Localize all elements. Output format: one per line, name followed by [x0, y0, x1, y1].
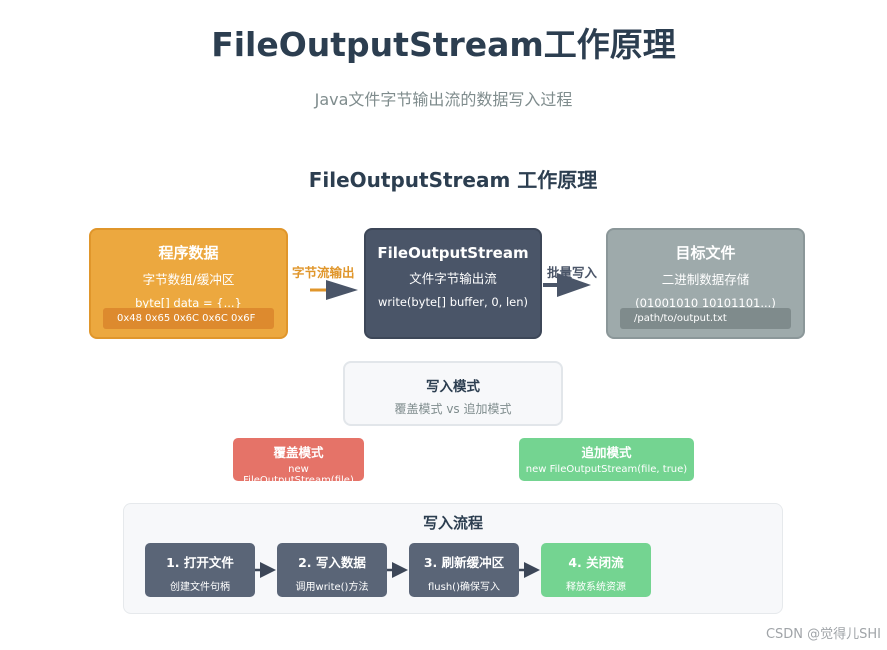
- flow-step-open-file: 1. 打开文件 创建文件句柄: [145, 543, 255, 597]
- flow-step-desc: 释放系统资源: [566, 582, 626, 593]
- section-title: FileOutputStream 工作原理: [308, 168, 598, 192]
- flow-step-close-stream: 4. 关闭流 释放系统资源: [541, 543, 651, 597]
- overwrite-mode-code: new FileOutputStream(file): [243, 464, 354, 486]
- flow-step-desc: 调用write()方法: [295, 582, 369, 593]
- flow-arrow-2: [387, 562, 408, 578]
- subtitle: Java文件字节输出流的数据写入过程: [314, 90, 573, 109]
- overwrite-mode-title: 覆盖模式: [273, 445, 324, 460]
- stream-title: FileOutputStream: [377, 244, 529, 262]
- flow-step-title: 3. 刷新缓冲区: [423, 555, 505, 570]
- watermark: CSDN @觉得儿SHI: [765, 627, 881, 642]
- flow-arrow-3: [519, 562, 540, 578]
- stream-subtitle: 文件字节输出流: [409, 271, 497, 286]
- flow-arrow-1: [255, 562, 276, 578]
- write-flow-title: 写入流程: [422, 514, 483, 532]
- append-mode-box: 追加模式 new FileOutputStream(file, true): [519, 438, 694, 481]
- flow-step-desc: flush()确保写入: [428, 582, 500, 593]
- stream-code: write(byte[] buffer, 0, len): [377, 295, 529, 309]
- write-mode-card: 写入模式 覆盖模式 vs 追加模式: [343, 361, 563, 426]
- file-output-stream-box: FileOutputStream 文件字节输出流 write(byte[] bu…: [364, 228, 542, 339]
- append-mode-title: 追加模式: [581, 445, 632, 460]
- target-path-strip: /path/to/output.txt: [620, 308, 791, 329]
- flow-step-title: 1. 打开文件: [166, 555, 234, 570]
- batch-write-arrow: [543, 273, 591, 297]
- append-mode-code: new FileOutputStream(file, true): [525, 464, 688, 475]
- target-subtitle: 二进制数据存储: [661, 272, 750, 287]
- program-data-code: byte[] data = {...}: [135, 296, 242, 310]
- flow-step-title: 2. 写入数据: [298, 555, 366, 570]
- byte-stream-arrow-label: 字节流输出: [292, 265, 355, 280]
- flow-step-write-data: 2. 写入数据 调用write()方法: [277, 543, 387, 597]
- flow-step-desc: 创建文件句柄: [170, 582, 230, 593]
- program-data-subtitle: 字节数组/缓冲区: [142, 272, 235, 287]
- byte-stream-arrow: [310, 280, 358, 300]
- program-bytes-strip: 0x48 0x65 0x6C 0x6C 0x6F: [103, 308, 274, 329]
- main-title: FileOutputStream工作原理: [211, 25, 676, 64]
- target-title: 目标文件: [675, 244, 736, 262]
- write-mode-subtitle: 覆盖模式 vs 追加模式: [394, 402, 512, 416]
- flow-step-flush-buffer: 3. 刷新缓冲区 flush()确保写入: [409, 543, 519, 597]
- program-data-box: 程序数据 字节数组/缓冲区 byte[] data = {...} 0x48 0…: [89, 228, 288, 339]
- overwrite-mode-box: 覆盖模式 new FileOutputStream(file): [233, 438, 364, 486]
- program-data-title: 程序数据: [158, 244, 219, 262]
- target-file-box: 目标文件 二进制数据存储 (01001010 10101101...) /pat…: [606, 228, 805, 339]
- flow-step-title: 4. 关闭流: [568, 555, 624, 570]
- write-mode-title: 写入模式: [426, 379, 480, 395]
- target-code: (01001010 10101101...): [635, 296, 776, 310]
